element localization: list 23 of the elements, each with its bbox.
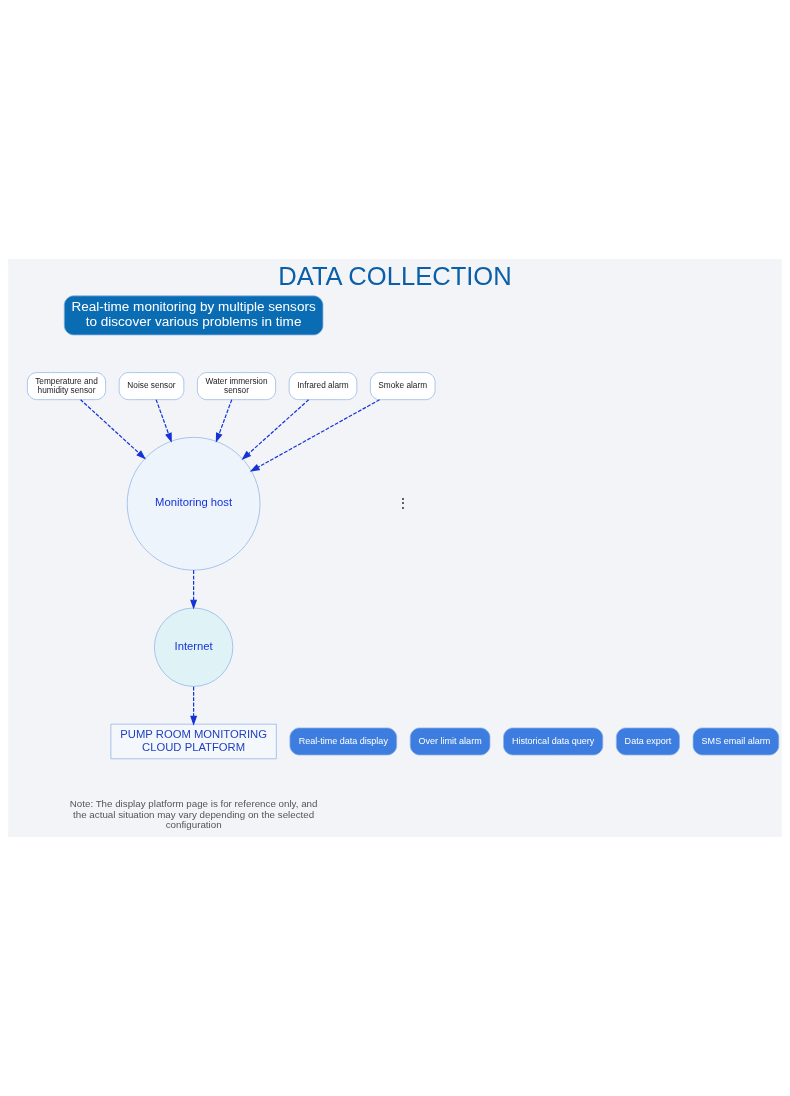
node-box: PUMP ROOM MONITORING CLOUD PLATFORM — [110, 723, 277, 760]
arrow — [155, 399, 172, 443]
node-box: Infrared alarm — [288, 372, 358, 401]
arrow — [190, 569, 198, 610]
node-box: Temperature and humidity sensor — [27, 372, 106, 401]
arrow — [80, 399, 146, 460]
arrow — [241, 399, 310, 460]
node-circle: Internet — [154, 607, 234, 687]
node-box: Smoke alarm — [370, 372, 436, 401]
node-box: Real-time data display — [289, 727, 398, 756]
node-box: Historical data query — [503, 727, 604, 756]
caption: Note: The display platform page is for reference only, and the actual situation may vary depending on the selected configuration — [69, 798, 318, 831]
node-box: Noise sensor — [118, 372, 185, 401]
arrow — [215, 399, 233, 443]
arrow — [249, 399, 381, 472]
node-box: Over limit alarm — [409, 727, 491, 756]
diagram-title: DATA COLLECTION — [278, 262, 512, 291]
label: ⋮ — [396, 495, 409, 510]
node-box: Real-time monitoring by multiple sensors to discover various problems in time — [63, 295, 324, 336]
arrow — [190, 686, 198, 726]
node-box: Water immersion sensor — [197, 372, 276, 401]
node-box: Data export — [615, 727, 680, 756]
node-box: SMS email alarm — [692, 727, 780, 756]
